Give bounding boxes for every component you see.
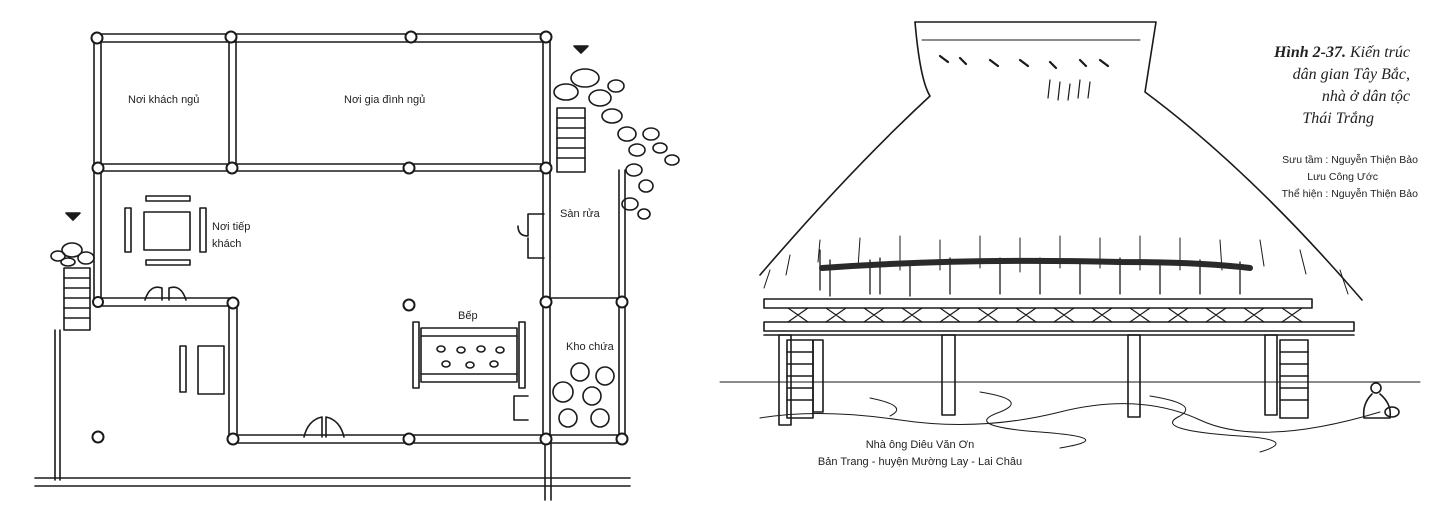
floor-plan-posts [90, 30, 629, 446]
room-label-storage: Kho chứa [566, 341, 614, 353]
credit-collected: Sưu tầm : Nguyễn Thiện Bảo [1282, 154, 1418, 166]
credit-collected-2: Lưu Công Ước [1307, 171, 1378, 183]
room-label-reception: Nơi tiếp khách [212, 221, 251, 250]
caption-line-1-rest: Kiến trúc [1350, 44, 1410, 61]
caption-line-2: dân gian Tây Bắc, [1292, 66, 1410, 83]
caption-line-1: Hình 2-37. Kiến trúc [1210, 42, 1410, 64]
credits-block: Sưu tầm : Nguyễn Thiện Bảo Lưu Công Ước … [1226, 152, 1418, 203]
house-elevation [719, 21, 1421, 453]
house-caption-line-1: Nhà ông Diêu Văn Ơn [865, 439, 975, 451]
room-label-guest-sleep: Nơi khách ngủ [128, 94, 200, 106]
room-label-kitchen: Bếp [458, 310, 478, 322]
caption-line-3: nhà ở dân tộc [1321, 88, 1410, 105]
caption-line-4: Thái Trắng [1302, 110, 1374, 127]
house-caption: Nhà ông Diêu Văn Ơn Bản Trang - huyện Mư… [800, 437, 1040, 471]
house-caption-line-2: Bản Trang - huyện Mường Lay - Lai Châu [817, 456, 1023, 468]
room-label-family-sleep: Nơi gia đình ngủ [344, 94, 426, 106]
figure-number: Hình 2-37. [1273, 44, 1346, 61]
credit-drawn: Thể hiện : Nguyễn Thiện Bảo [1281, 188, 1418, 200]
figure-caption: Hình 2-37. Kiến trúc dân gian Tây Bắc, n… [1210, 42, 1410, 130]
room-label-washing-deck: Sàn rửa [560, 208, 600, 220]
